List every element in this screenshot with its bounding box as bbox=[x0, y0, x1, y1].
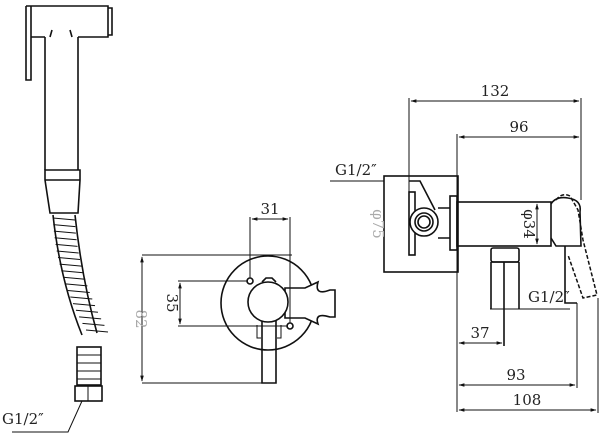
dim-35: 35 bbox=[163, 293, 181, 312]
hose-ring bbox=[53, 230, 76, 234]
hose-ring bbox=[82, 322, 105, 326]
dim-phi34: φ34 bbox=[520, 209, 538, 239]
hose-ring bbox=[67, 289, 90, 293]
dim-132: 132 bbox=[481, 82, 510, 100]
valve-side-view: G1/2″ G1/2″ 132 96 φ75 φ34 37 93 108 bbox=[330, 82, 599, 413]
dim-108: 108 bbox=[513, 391, 542, 409]
hose-ring bbox=[52, 217, 76, 221]
hose-ring bbox=[53, 224, 76, 228]
dim-31: 31 bbox=[260, 200, 279, 218]
hose-ring bbox=[57, 257, 81, 261]
valve-front-view: 82 35 31 bbox=[132, 200, 336, 384]
hose-ring bbox=[61, 270, 84, 274]
flexible-hose: G1/2″ bbox=[2, 214, 109, 433]
dim-37: 37 bbox=[470, 324, 489, 342]
hose-ring bbox=[54, 237, 77, 241]
dim-93: 93 bbox=[506, 366, 525, 384]
hose-thread-label: G1/2″ bbox=[2, 410, 44, 428]
hose-ring bbox=[56, 250, 79, 254]
hose-ring bbox=[65, 283, 88, 287]
inlet-thread-label: G1/2″ bbox=[335, 161, 377, 179]
hose-ring bbox=[85, 329, 109, 333]
hose-ring bbox=[55, 243, 78, 247]
dim-96: 96 bbox=[509, 118, 528, 136]
hose-ring bbox=[70, 296, 93, 300]
dim-phi75: φ75 bbox=[369, 209, 387, 239]
wall-plate bbox=[383, 175, 459, 273]
hand-shower bbox=[25, 5, 113, 214]
outlet-thread-label: G1/2″ bbox=[528, 288, 570, 306]
hose-ring bbox=[63, 276, 86, 280]
dim-82: 82 bbox=[132, 309, 150, 328]
hose-ring bbox=[59, 263, 82, 267]
hose-ring bbox=[79, 316, 102, 320]
hose-ring bbox=[75, 309, 99, 313]
hose-ring bbox=[72, 303, 96, 307]
